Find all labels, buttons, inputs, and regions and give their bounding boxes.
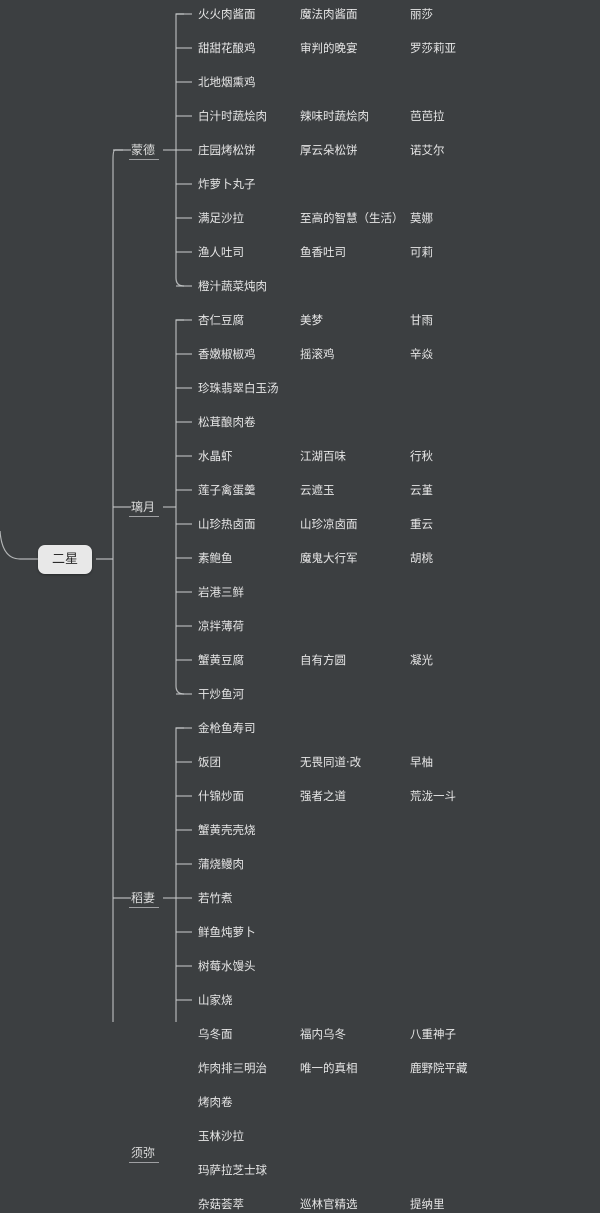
topic-name[interactable]: 若竹煮 (198, 891, 233, 905)
topic-name[interactable]: 什锦炒面 (198, 789, 244, 803)
topic-variant[interactable]: 自有方圆 (300, 653, 346, 667)
topic-name[interactable]: 鲜鱼炖萝卜 (198, 925, 256, 939)
topic-name[interactable]: 岩港三鲜 (198, 585, 244, 599)
topic-name[interactable]: 炸萝卜丸子 (198, 177, 256, 191)
topic-name[interactable]: 满足沙拉 (198, 211, 244, 225)
branch-label-underline (129, 907, 159, 908)
topic-variant[interactable]: 唯一的真相 (300, 1061, 358, 1075)
topic-name[interactable]: 炸肉排三明治 (198, 1061, 267, 1075)
topic-character[interactable]: 八重神子 (410, 1027, 456, 1041)
topic-character[interactable]: 提纳里 (410, 1197, 445, 1211)
topic-variant[interactable]: 魔法肉酱面 (300, 7, 358, 21)
topic-name[interactable]: 渔人吐司 (198, 245, 244, 259)
topic-character[interactable]: 重云 (410, 517, 433, 531)
topic-character[interactable]: 甘雨 (410, 313, 433, 327)
topic-character[interactable]: 丽莎 (410, 7, 433, 21)
branch-label-underline (129, 1162, 159, 1163)
topic-variant[interactable]: 云遮玉 (300, 483, 335, 497)
branch-label-underline (129, 516, 159, 517)
topic-name[interactable]: 甜甜花酿鸡 (198, 41, 256, 55)
topic-character[interactable]: 芭芭拉 (410, 109, 445, 123)
topic-character[interactable]: 云堇 (410, 483, 433, 497)
topic-character[interactable]: 诺艾尔 (410, 143, 445, 157)
topic-variant[interactable]: 江湖百味 (300, 449, 346, 463)
mindmap-canvas: 火火肉酱面 魔法肉酱面 丽莎甜甜花酿鸡 审判的晚宴 罗莎莉亚北地烟熏鸡白汁时蔬烩肉 辣味时… (0, 7, 468, 1211)
topic-variant[interactable]: 巡林官精选 (300, 1197, 358, 1211)
topic-character[interactable]: 荒泷一斗 (410, 789, 456, 803)
topic-name[interactable]: 北地烟熏鸡 (198, 75, 256, 89)
branch-label-1[interactable]: 璃月 (131, 500, 156, 514)
topic-variant[interactable]: 审判的晚宴 (300, 41, 358, 55)
branch-label-0[interactable]: 蒙德 (131, 143, 156, 157)
topic-name[interactable]: 饭团 (198, 755, 221, 769)
topic-name[interactable]: 莲子禽蛋羹 (198, 483, 256, 497)
topic-variant[interactable]: 山珍凉卤面 (300, 517, 358, 531)
topic-name[interactable]: 水晶虾 (198, 449, 233, 463)
topic-name[interactable]: 干炒鱼河 (198, 687, 244, 701)
topic-character[interactable]: 可莉 (410, 245, 433, 259)
topic-variant[interactable]: 摇滚鸡 (300, 347, 335, 361)
topic-name[interactable]: 烤肉卷 (198, 1095, 233, 1109)
topic-variant[interactable]: 福内乌冬 (300, 1027, 346, 1041)
topic-name[interactable]: 橙汁蔬菜炖肉 (198, 279, 267, 293)
topic-name[interactable]: 庄园烤松饼 (198, 143, 256, 157)
topic-variant[interactable]: 强者之道 (300, 789, 346, 803)
topic-name[interactable]: 火火肉酱面 (198, 7, 256, 21)
branch-label-underline (129, 159, 159, 160)
topic-variant[interactable]: 厚云朵松饼 (300, 143, 358, 157)
topic-name[interactable]: 树莓水馒头 (198, 959, 256, 973)
topic-name[interactable]: 金枪鱼寿司 (198, 721, 256, 735)
topic-name[interactable]: 香嫩椒椒鸡 (198, 347, 256, 361)
topic-name[interactable]: 素鲍鱼 (198, 551, 233, 565)
topic-character[interactable]: 胡桃 (410, 551, 433, 565)
branch-label-2[interactable]: 稻妻 (131, 891, 156, 905)
topic-name[interactable]: 山珍热卤面 (198, 517, 256, 531)
topic-character[interactable]: 莫娜 (410, 211, 433, 225)
topic-name[interactable]: 乌冬面 (198, 1027, 233, 1041)
topic-name[interactable]: 杂菇荟萃 (198, 1197, 244, 1211)
topic-name[interactable]: 山家烧 (198, 993, 233, 1007)
root-node[interactable]: 二星 (38, 545, 93, 574)
topic-variant[interactable]: 美梦 (300, 313, 323, 327)
topic-name[interactable]: 白汁时蔬烩肉 (198, 109, 267, 123)
topic-character[interactable]: 辛焱 (410, 347, 433, 361)
topic-name[interactable]: 蟹黄豆腐 (198, 653, 244, 667)
topic-variant[interactable]: 辣味时蔬烩肉 (300, 109, 369, 123)
topic-variant[interactable]: 魔鬼大行军 (300, 551, 358, 565)
topic-name[interactable]: 玉林沙拉 (198, 1129, 244, 1143)
topic-name[interactable]: 凉拌薄荷 (198, 619, 244, 633)
topic-name[interactable]: 杏仁豆腐 (198, 313, 244, 327)
topic-name[interactable]: 蒲烧鳗肉 (198, 857, 244, 871)
topic-character[interactable]: 鹿野院平藏 (410, 1061, 468, 1075)
topic-name[interactable]: 玛萨拉芝士球 (198, 1163, 267, 1177)
branch-label-3[interactable]: 须弥 (131, 1146, 156, 1160)
topic-character[interactable]: 凝光 (410, 653, 433, 667)
topic-variant[interactable]: 无畏同道·改 (300, 755, 362, 769)
topic-variant[interactable]: 鱼香吐司 (300, 245, 346, 259)
topic-name[interactable]: 珍珠翡翠白玉汤 (198, 381, 279, 395)
topic-character[interactable]: 罗莎莉亚 (410, 41, 456, 55)
topic-name[interactable]: 松茸酿肉卷 (198, 415, 256, 429)
topic-name[interactable]: 蟹黄壳壳烧 (198, 823, 256, 837)
topic-variant[interactable]: 至高的智慧（生活） (300, 211, 404, 225)
topic-character[interactable]: 行秋 (410, 449, 433, 463)
topic-character[interactable]: 早柚 (410, 755, 433, 769)
